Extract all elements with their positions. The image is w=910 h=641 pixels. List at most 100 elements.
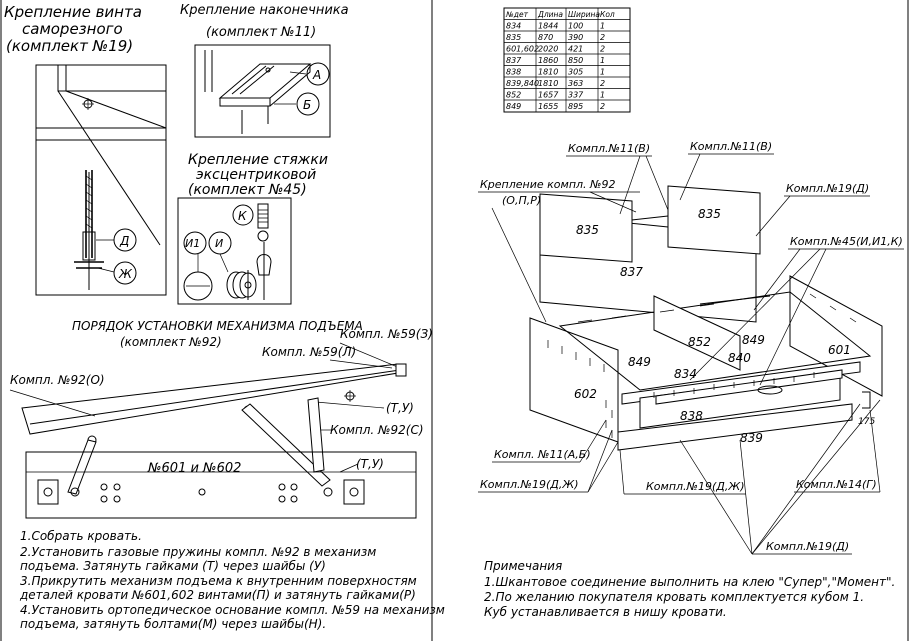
table-cell: 1860 [538, 56, 558, 65]
note-2: 2.По желанию покупателя кровать комплект… [484, 590, 864, 604]
table-cell: 2 [600, 45, 605, 54]
part-602: 602 [574, 387, 597, 401]
table-cell: 2 [600, 102, 605, 111]
table-cell: 1810 [538, 68, 558, 77]
tie-title-line-1: Крепление стяжки [188, 152, 328, 168]
callout-b: Б [303, 98, 311, 112]
table-cell: 1810 [538, 79, 558, 88]
screw-fastening-section: Крепление винта саморезного (комплект №1… [4, 3, 167, 296]
bed-assembly-view: 835 835 837 849 852 849 840 601 602 834 … [478, 140, 904, 619]
callout-k: К [238, 209, 247, 223]
tip-title-line-1: Крепление наконечника [180, 3, 349, 18]
callout-i1: И1 [185, 237, 200, 250]
screw-title-line-2: саморезного [22, 20, 123, 38]
mech-title-line-2: (комплект №92) [120, 335, 222, 349]
table-cell: 1 [600, 91, 605, 100]
part-849-b: 849 [742, 333, 765, 347]
instruction-2b: подъема. Затянуть гайками (Т) через шайб… [20, 559, 326, 573]
table-cell: 839,840 [506, 79, 539, 88]
label-k92s: Компл. №92(С) [330, 423, 424, 437]
table-cell: 1 [600, 56, 605, 65]
label-k14g: Компл.№14(Г) [796, 478, 877, 491]
table-header-cell: Длина [537, 10, 563, 19]
instruction-1: 1.Собрать кровать. [20, 529, 142, 543]
panel-839 [617, 403, 853, 451]
table-cell: 838 [506, 68, 521, 77]
part-840: 840 [728, 351, 751, 365]
label-k19d-top: Компл.№19(Д) [786, 182, 869, 195]
table-cell: 1 [600, 68, 605, 77]
callout-zh-circle [113, 261, 137, 285]
table-cell: 2 [600, 33, 605, 42]
panel-840 [655, 369, 843, 405]
label-k59l: Компл. №59(Л) [262, 345, 356, 359]
instruction-3: 3.Прикрутить механизм подъема к внутренн… [20, 574, 417, 588]
dim-175: 175 [858, 417, 875, 427]
label-tu-2: (Т,У) [356, 457, 384, 471]
table-cell: 337 [568, 91, 584, 100]
table-cell: 1655 [538, 102, 558, 111]
table-cell: 305 [568, 68, 583, 77]
tip-title-line-2: (комплект №11) [206, 25, 316, 40]
label-k92o: Компл. №92(О) [10, 373, 105, 387]
callout-i: И [215, 237, 223, 250]
instruction-2: 2.Установить газовые пружины компл. №92 … [20, 545, 376, 559]
label-k11v-a: Компл.№11(В) [568, 142, 650, 155]
panel-label: №601 и №602 [147, 461, 241, 476]
label-k19dzh-b: Компл.№19(Д,Ж) [646, 480, 745, 493]
callout-a: А [312, 68, 321, 82]
table-cell: 100 [568, 22, 583, 31]
label-k92-parts: (О,П,Р) [502, 194, 541, 207]
mech-title-line-1: ПОРЯДОК УСТАНОВКИ МЕХАНИЗМА ПОДЪЕМА [72, 319, 363, 333]
table-header-cell: Кол [600, 10, 615, 19]
part-835-a: 835 [576, 223, 599, 237]
label-tu-1: (Т,У) [386, 401, 414, 415]
table-cell: 390 [568, 33, 583, 42]
label-k593: Компл. №59(З) [340, 327, 433, 341]
table-cell: 835 [506, 33, 521, 42]
callout-d: Д [119, 234, 129, 248]
tie-title-line-3: (комплект №45) [188, 182, 307, 198]
part-839: 839 [740, 431, 763, 445]
table-header-cell: №дет [505, 10, 529, 19]
table-cell: 834 [506, 22, 521, 31]
table-cell: 895 [568, 102, 583, 111]
tip-fastening-section: Крепление наконечника (комплект №11) А Б [180, 3, 349, 138]
table-cell: 837 [506, 56, 522, 65]
label-k11v-b: Компл.№11(В) [690, 140, 772, 153]
tie-title-line-2: эксцентриковой [196, 167, 316, 183]
label-k11ab: Компл. №11(А,Б) [494, 448, 591, 461]
part-837: 837 [620, 265, 643, 279]
table-cell: 1 [600, 22, 605, 31]
lift-mechanism-section: ПОРЯДОК УСТАНОВКИ МЕХАНИЗМА ПОДЪЕМА (ком… [9, 319, 445, 631]
table-cell: 849 [506, 102, 521, 111]
part-834: 834 [674, 367, 697, 381]
note-2b: Куб устанавливается в нишу кровати. [484, 605, 727, 619]
part-838: 838 [680, 409, 703, 423]
table-cell: 601,602 [506, 45, 539, 54]
screw-title-line-1: Крепление винта [4, 3, 142, 21]
table-cell: 850 [568, 56, 583, 65]
table-cell: 421 [568, 45, 583, 54]
table-cell: 2020 [538, 45, 558, 54]
callout-d-circle [113, 228, 137, 252]
eccentric-tie-section: Крепление стяжки эксцентриковой (комплек… [177, 152, 328, 305]
part-849-a: 849 [628, 355, 651, 369]
table-cell: 2 [600, 79, 605, 88]
part-601: 601 [828, 343, 851, 357]
screw-title-line-3: (комплект №19) [6, 37, 133, 55]
label-k45: Компл.№45(И,И1,К) [790, 235, 903, 248]
table-cell: 1844 [538, 22, 558, 31]
instruction-3b: деталей кровати №601,602 винтами(П) и за… [19, 588, 416, 602]
part-835-b: 835 [698, 207, 721, 221]
instruction-4b: подъема, затянуть болтами(М) через шайбы… [20, 617, 326, 631]
table-cell: 852 [506, 91, 521, 100]
label-k92-fix: Крепление компл. №92 [480, 178, 615, 191]
part-852: 852 [688, 335, 711, 349]
note-1: 1.Шкантовое соединение выполнить на клею… [484, 575, 895, 589]
panel-835-b [667, 185, 761, 255]
panel-835-a [539, 193, 633, 263]
table-cell: 870 [538, 33, 553, 42]
